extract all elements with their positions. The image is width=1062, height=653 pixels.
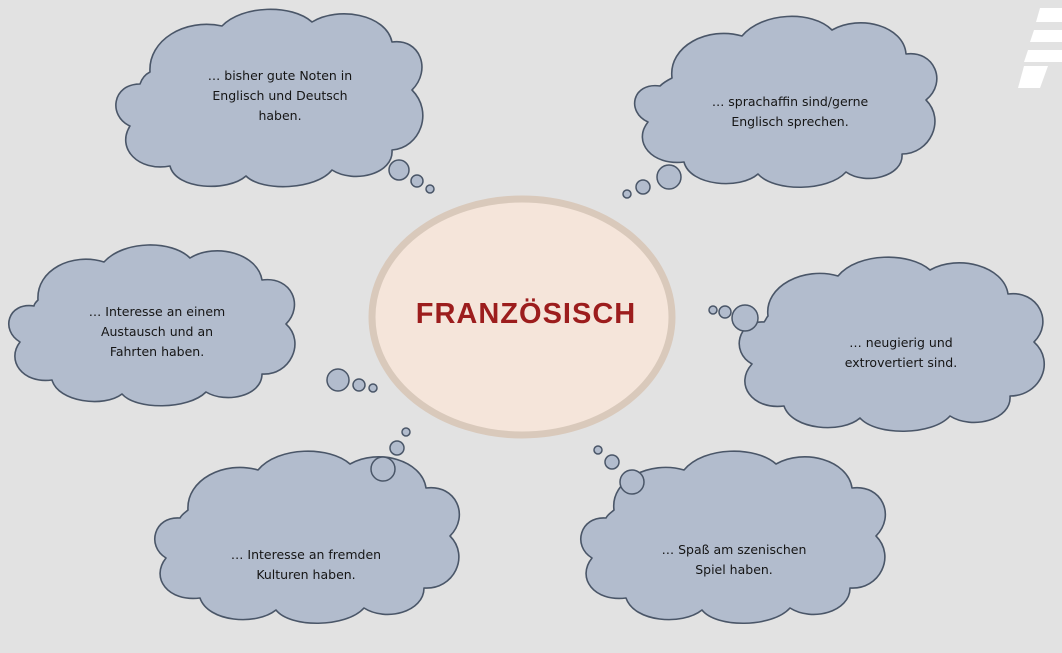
thought-text-spiel: … Spaß am szenischen Spiel haben.: [661, 542, 807, 577]
thought-text-sprachaffin: … sprachaffin sind/gerne Englisch sprech…: [711, 94, 869, 129]
thought-text-noten: … bisher gute Noten in Englisch und Deut…: [207, 68, 353, 123]
thought-cloud-austausch: [8, 244, 378, 407]
center-title: FRANZÖSISCH: [415, 298, 637, 330]
thought-cloud-sprachaffin: [622, 15, 938, 199]
thought-cloud-spiel: [580, 445, 887, 625]
thought-cloud-kulturen: [154, 427, 461, 625]
thought-text-neugierig: … neugierig und extrovertiert sind.: [844, 335, 958, 370]
thought-text-kulturen: … Interesse an fremden Kulturen haben.: [230, 547, 382, 582]
thought-text-austausch: … Interesse an einem Austausch und an Fa…: [88, 304, 226, 359]
center-ellipse: [368, 195, 676, 439]
thought-cloud-noten: [115, 8, 435, 194]
logo-fragment: [1018, 8, 1062, 88]
thought-cloud-neugierig: [708, 256, 1045, 433]
